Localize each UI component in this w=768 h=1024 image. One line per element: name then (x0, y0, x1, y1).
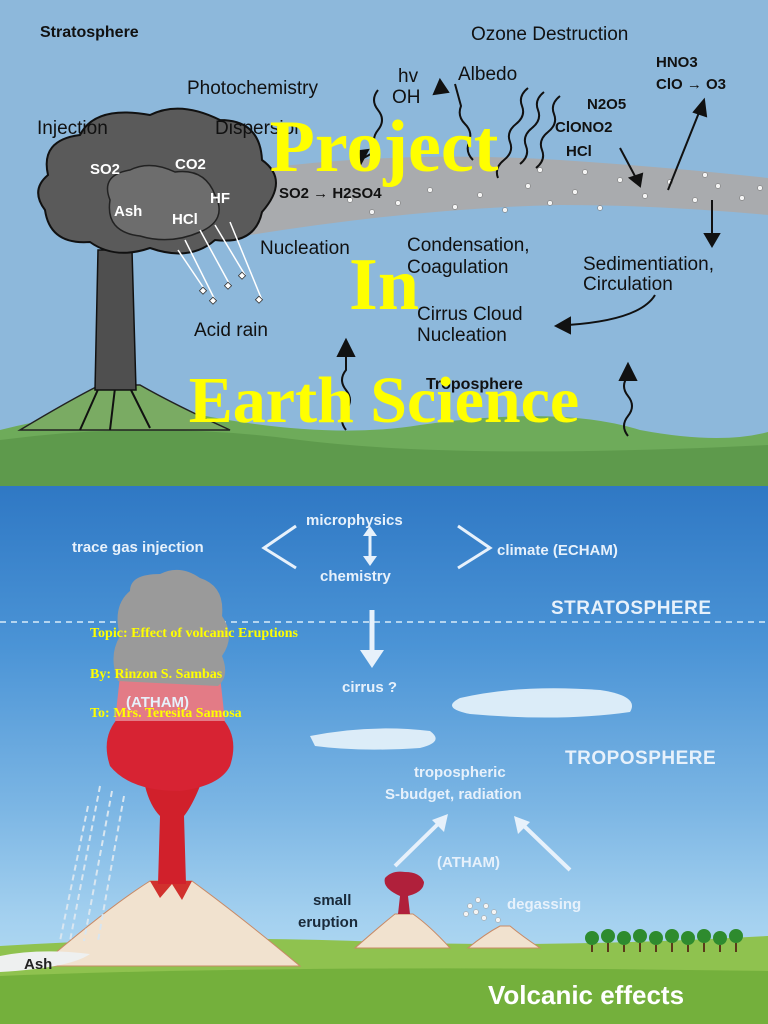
climate-label: climate (ECHAM) (497, 542, 618, 559)
circulation-label: Circulation (583, 274, 673, 295)
small-eruption-label-1: small (313, 892, 352, 909)
microphysics-label: microphysics (306, 512, 403, 529)
clo-o3-label: ClO → O3 (656, 76, 727, 93)
trees (585, 929, 743, 952)
oh-label: OH (392, 87, 421, 108)
author-text: By: Rinzon S. Sambas (90, 667, 223, 682)
so2-h2so4-label: SO2 → H2SO4 (279, 185, 382, 202)
trace-gas-injection-label: trace gas injection (72, 539, 204, 556)
ash-ground-label: Ash (24, 956, 53, 973)
hv-label: hv (398, 66, 419, 87)
title-line-3: Earth Science (188, 364, 580, 437)
ash-cloud-label: Ash (114, 203, 143, 220)
title-line-1: Project (269, 106, 499, 188)
aerosol-dots (347, 167, 763, 215)
ozone-destruction-label: Ozone Destruction (471, 24, 629, 45)
condensation-label: Condensation, (407, 235, 530, 256)
atham-cloud-label: (ATHAM) (126, 694, 190, 711)
cirrus-label: cirrus ? (342, 679, 398, 696)
co2-label: CO2 (175, 156, 206, 173)
chemistry-label: chemistry (320, 568, 391, 585)
stratosphere-label: Stratosphere (40, 24, 139, 41)
volcanic-effects-artwork (0, 524, 768, 1024)
albedo-label: Albedo (458, 64, 518, 85)
stratosphere-diagram: Stratosphere Ozone Destruction Photochem… (0, 0, 768, 486)
nucleation-label: Nucleation (260, 238, 350, 259)
hcl-right-label: HCl (566, 143, 592, 160)
tropospheric-label: tropospheric (414, 764, 506, 781)
acid-rain-streaks (177, 221, 263, 301)
coagulation-label: Coagulation (407, 257, 509, 278)
hcl-cloud-label: HCl (172, 211, 198, 228)
title-line-2: In (349, 244, 419, 326)
injection-label: Injection (37, 118, 108, 139)
troposphere-label: Troposphere (426, 376, 523, 393)
n2o5-label: N2O5 (587, 96, 627, 113)
acid-rain-label: Acid rain (194, 320, 268, 341)
troposphere-label-bottom: TROPOSPHERE (565, 748, 717, 769)
dispersion-label: Dispersion (215, 118, 305, 139)
recipient-text: To: Mrs. Teresita Samosa (90, 706, 242, 721)
so2-cloud-label: SO2 (90, 161, 121, 178)
small-eruption-label-2: eruption (298, 914, 358, 931)
stratosphere-artwork (0, 77, 768, 486)
degassing-label: degassing (507, 896, 582, 913)
volcanic-effects-diagram: microphysics chemistry trace gas injecti… (0, 486, 768, 1024)
s-budget-label: S-budget, radiation (385, 786, 522, 803)
clono2-label: ClONO2 (555, 119, 613, 136)
hno3-label: HNO3 (656, 54, 698, 71)
photochemistry-label: Photochemistry (187, 78, 318, 99)
cirrus-nucleation-label: Nucleation (417, 325, 507, 346)
atham-center-label: (ATHAM) (437, 854, 501, 871)
hf-label: HF (210, 190, 230, 207)
stratosphere-label-bottom: STRATOSPHERE (551, 598, 712, 619)
cirrus-cloud-label: Cirrus Cloud (417, 304, 523, 325)
sedimentation-label: Sedimentiation, (583, 254, 714, 275)
volcanic-effects-caption: Volcanic effects (488, 980, 685, 1010)
topic-text: Topic: Effect of volcanic Eruptions (90, 626, 298, 641)
